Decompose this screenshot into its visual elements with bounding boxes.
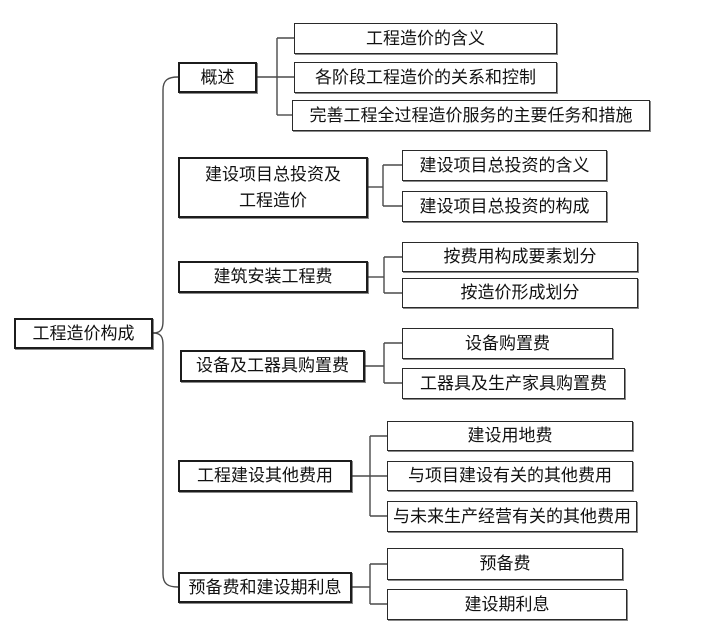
- leaf-box-future-operation-other-costs: 与未来生产经营有关的其他费用: [387, 501, 637, 532]
- branch-box-construction-installation: 建筑安装工程费: [178, 261, 368, 293]
- leaf-box-cost-meaning: 工程造价的含义: [294, 23, 557, 54]
- leaf-box-land-cost: 建设用地费: [387, 421, 633, 451]
- branch-line-1: 建设项目总投资及: [205, 164, 341, 184]
- leaf-box-by-cost-elements: 按费用构成要素划分: [402, 242, 638, 272]
- branch-line-2: 工程造价: [239, 190, 307, 210]
- leaf-box-stage-relation-control: 各阶段工程造价的关系和控制: [294, 62, 557, 93]
- root-brace-bottom: [152, 332, 179, 588]
- leaf-box-by-cost-formation: 按造价形成划分: [402, 278, 638, 308]
- leaf-box-construction-period-interest: 建设期利息: [387, 589, 627, 620]
- root-brace-top: [152, 76, 179, 334]
- leaf-box-tools-furniture-purchase: 工器具及生产家具购置费: [402, 368, 625, 399]
- root-box: 工程造价构成: [14, 318, 153, 349]
- branch-box-equipment-tools: 设备及工器具购置费: [180, 350, 365, 382]
- branch-box-total-investment: 建设项目总投资及 工程造价: [178, 157, 368, 218]
- leaf-box-whole-process-service: 完善工程全过程造价服务的主要任务和措施: [292, 100, 650, 131]
- leaf-box-reserve-fund: 预备费: [387, 548, 623, 580]
- leaf-box-equipment-purchase: 设备购置费: [402, 328, 613, 359]
- branch-box-overview: 概述: [178, 62, 257, 93]
- branch-box-other-costs: 工程建设其他费用: [178, 460, 352, 492]
- leaf-box-project-related-other-costs: 与项目建设有关的其他费用: [387, 461, 633, 491]
- leaf-box-investment-meaning: 建设项目总投资的含义: [402, 150, 607, 181]
- leaf-box-investment-composition: 建设项目总投资的构成: [402, 191, 607, 222]
- branch-box-reserve-interest: 预备费和建设期利息: [178, 572, 352, 603]
